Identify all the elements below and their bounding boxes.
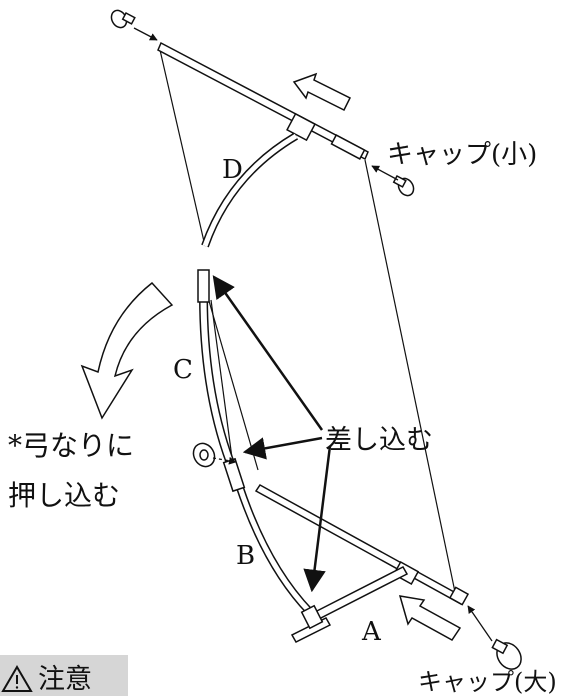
bend-note-line1: *弓なりに: [8, 429, 134, 462]
arc-c: [197, 269, 235, 464]
cap-mid-left: [192, 442, 216, 468]
arc-d: [201, 132, 299, 248]
cap-large-label: キャップ(大): [418, 668, 557, 696]
insert-label: 差し込む: [325, 425, 433, 456]
rod-a: [290, 566, 409, 643]
label-c: C: [173, 355, 193, 385]
label-d: D: [222, 155, 243, 185]
direction-arrow-bottom: [398, 595, 462, 641]
cap-large: [491, 638, 522, 670]
insert-arrows: [212, 275, 332, 593]
direction-arrow-top: [292, 72, 352, 112]
rod-top: [157, 41, 369, 161]
arc-b: [222, 457, 313, 615]
rod-bottom: [254, 484, 470, 606]
warning-triangle-icon: [1, 665, 33, 692]
cap-top-left: [110, 9, 136, 29]
bend-note-line2: 押し込む: [8, 479, 120, 512]
label-b: B: [236, 541, 255, 571]
caution-label: 注意: [38, 664, 92, 695]
guide-lines: [159, 49, 456, 593]
bend-arrow: [80, 281, 174, 420]
label-a: A: [361, 617, 382, 647]
cap-small-label: キャップ(小): [387, 140, 537, 170]
cap-arrows: [133, 27, 493, 642]
